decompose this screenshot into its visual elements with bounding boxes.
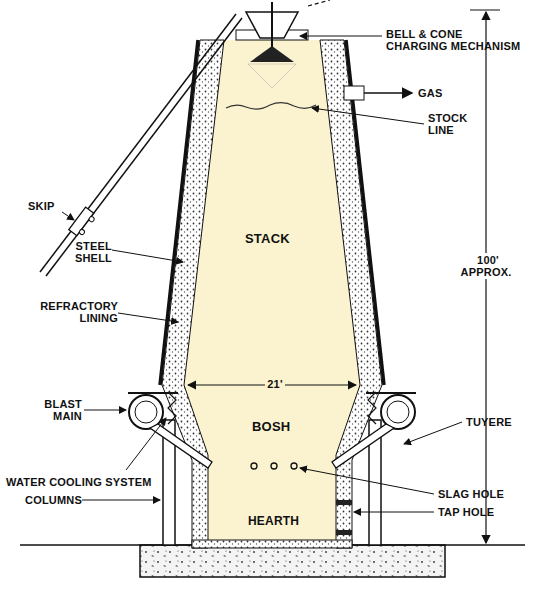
label-holder: WATER COOLING SYSTEM [6,476,166,488]
label-holder: BOSH [252,420,302,434]
label-holder: STEEL SHELL [48,240,112,264]
region-label: HEARTH [248,514,299,528]
callout-label: TUYERE [466,416,512,428]
region-label: STACK [245,231,290,246]
label-holder: GAS [418,87,458,99]
callout-label: STOCK LINE [428,112,467,136]
label-holder: BELL & CONE CHARGING MECHANISM [386,28,526,52]
label-holder: REFRACTORY LINING [16,300,118,324]
region-label: BOSH [252,419,290,434]
dimension-label: 21' [265,377,284,391]
label-holder: BLAST MAIN [20,398,82,422]
callout-label: SKIP [28,200,54,212]
label-holder: TAP HOLE [438,506,528,518]
label-holder: TUYERE [466,416,536,428]
callout-label: SLAG HOLE [438,488,504,500]
label-holder: 100' APPROX. [455,254,519,278]
label-holder: SLAG HOLE [438,488,528,500]
label-holder: 21' [260,378,290,390]
callout-label: TAP HOLE [438,506,494,518]
label-holder: COLUMNS [20,494,82,506]
dimension-label: 100' APPROX. [461,253,514,279]
label-holder: STACK [245,232,305,246]
callout-label: COLUMNS [25,494,82,506]
callout-label: GAS [418,87,442,99]
label-holder: STOCK LINE [428,112,478,136]
callout-label: STEEL SHELL [75,240,112,264]
callout-label: WATER COOLING SYSTEM [6,476,152,488]
label-holder: SKIP [28,200,68,212]
callout-label: BLAST MAIN [44,398,82,422]
callout-label: REFRACTORY LINING [40,300,118,324]
label-holder: HEARTH [248,515,318,528]
callout-label: BELL & CONE CHARGING MECHANISM [386,28,520,52]
